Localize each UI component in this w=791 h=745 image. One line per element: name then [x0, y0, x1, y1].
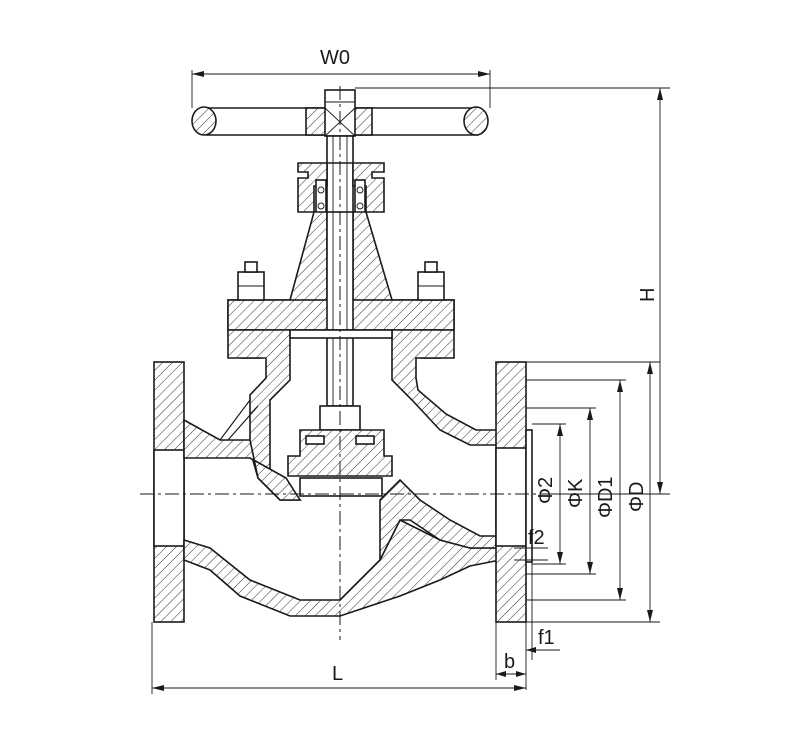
center-lines	[140, 86, 548, 640]
label-h: H	[637, 288, 659, 302]
label-f1: f1	[538, 627, 555, 649]
dimension-l: L	[151, 622, 526, 694]
bonnet	[227, 211, 455, 331]
body-neck	[227, 329, 501, 501]
label-l: L	[332, 663, 343, 685]
label-f2: f2	[528, 527, 545, 549]
label-phik: ΦK	[565, 478, 587, 508]
label-phi2: Φ2	[535, 477, 557, 504]
label-phid1: ΦD1	[595, 476, 617, 518]
valve-disc	[287, 405, 393, 497]
handwheel	[191, 89, 489, 137]
gland-packing	[297, 162, 385, 217]
dimension-f1-b: f1 b	[495, 562, 560, 690]
label-w0: W0	[320, 47, 350, 69]
label-phid: ΦD	[626, 482, 648, 512]
dimension-flange: ΦD ΦD1 ΦK Φ2 f2	[514, 361, 660, 623]
label-b: b	[504, 651, 515, 673]
valve-body	[153, 361, 533, 623]
dimension-w0: W0	[191, 47, 491, 108]
